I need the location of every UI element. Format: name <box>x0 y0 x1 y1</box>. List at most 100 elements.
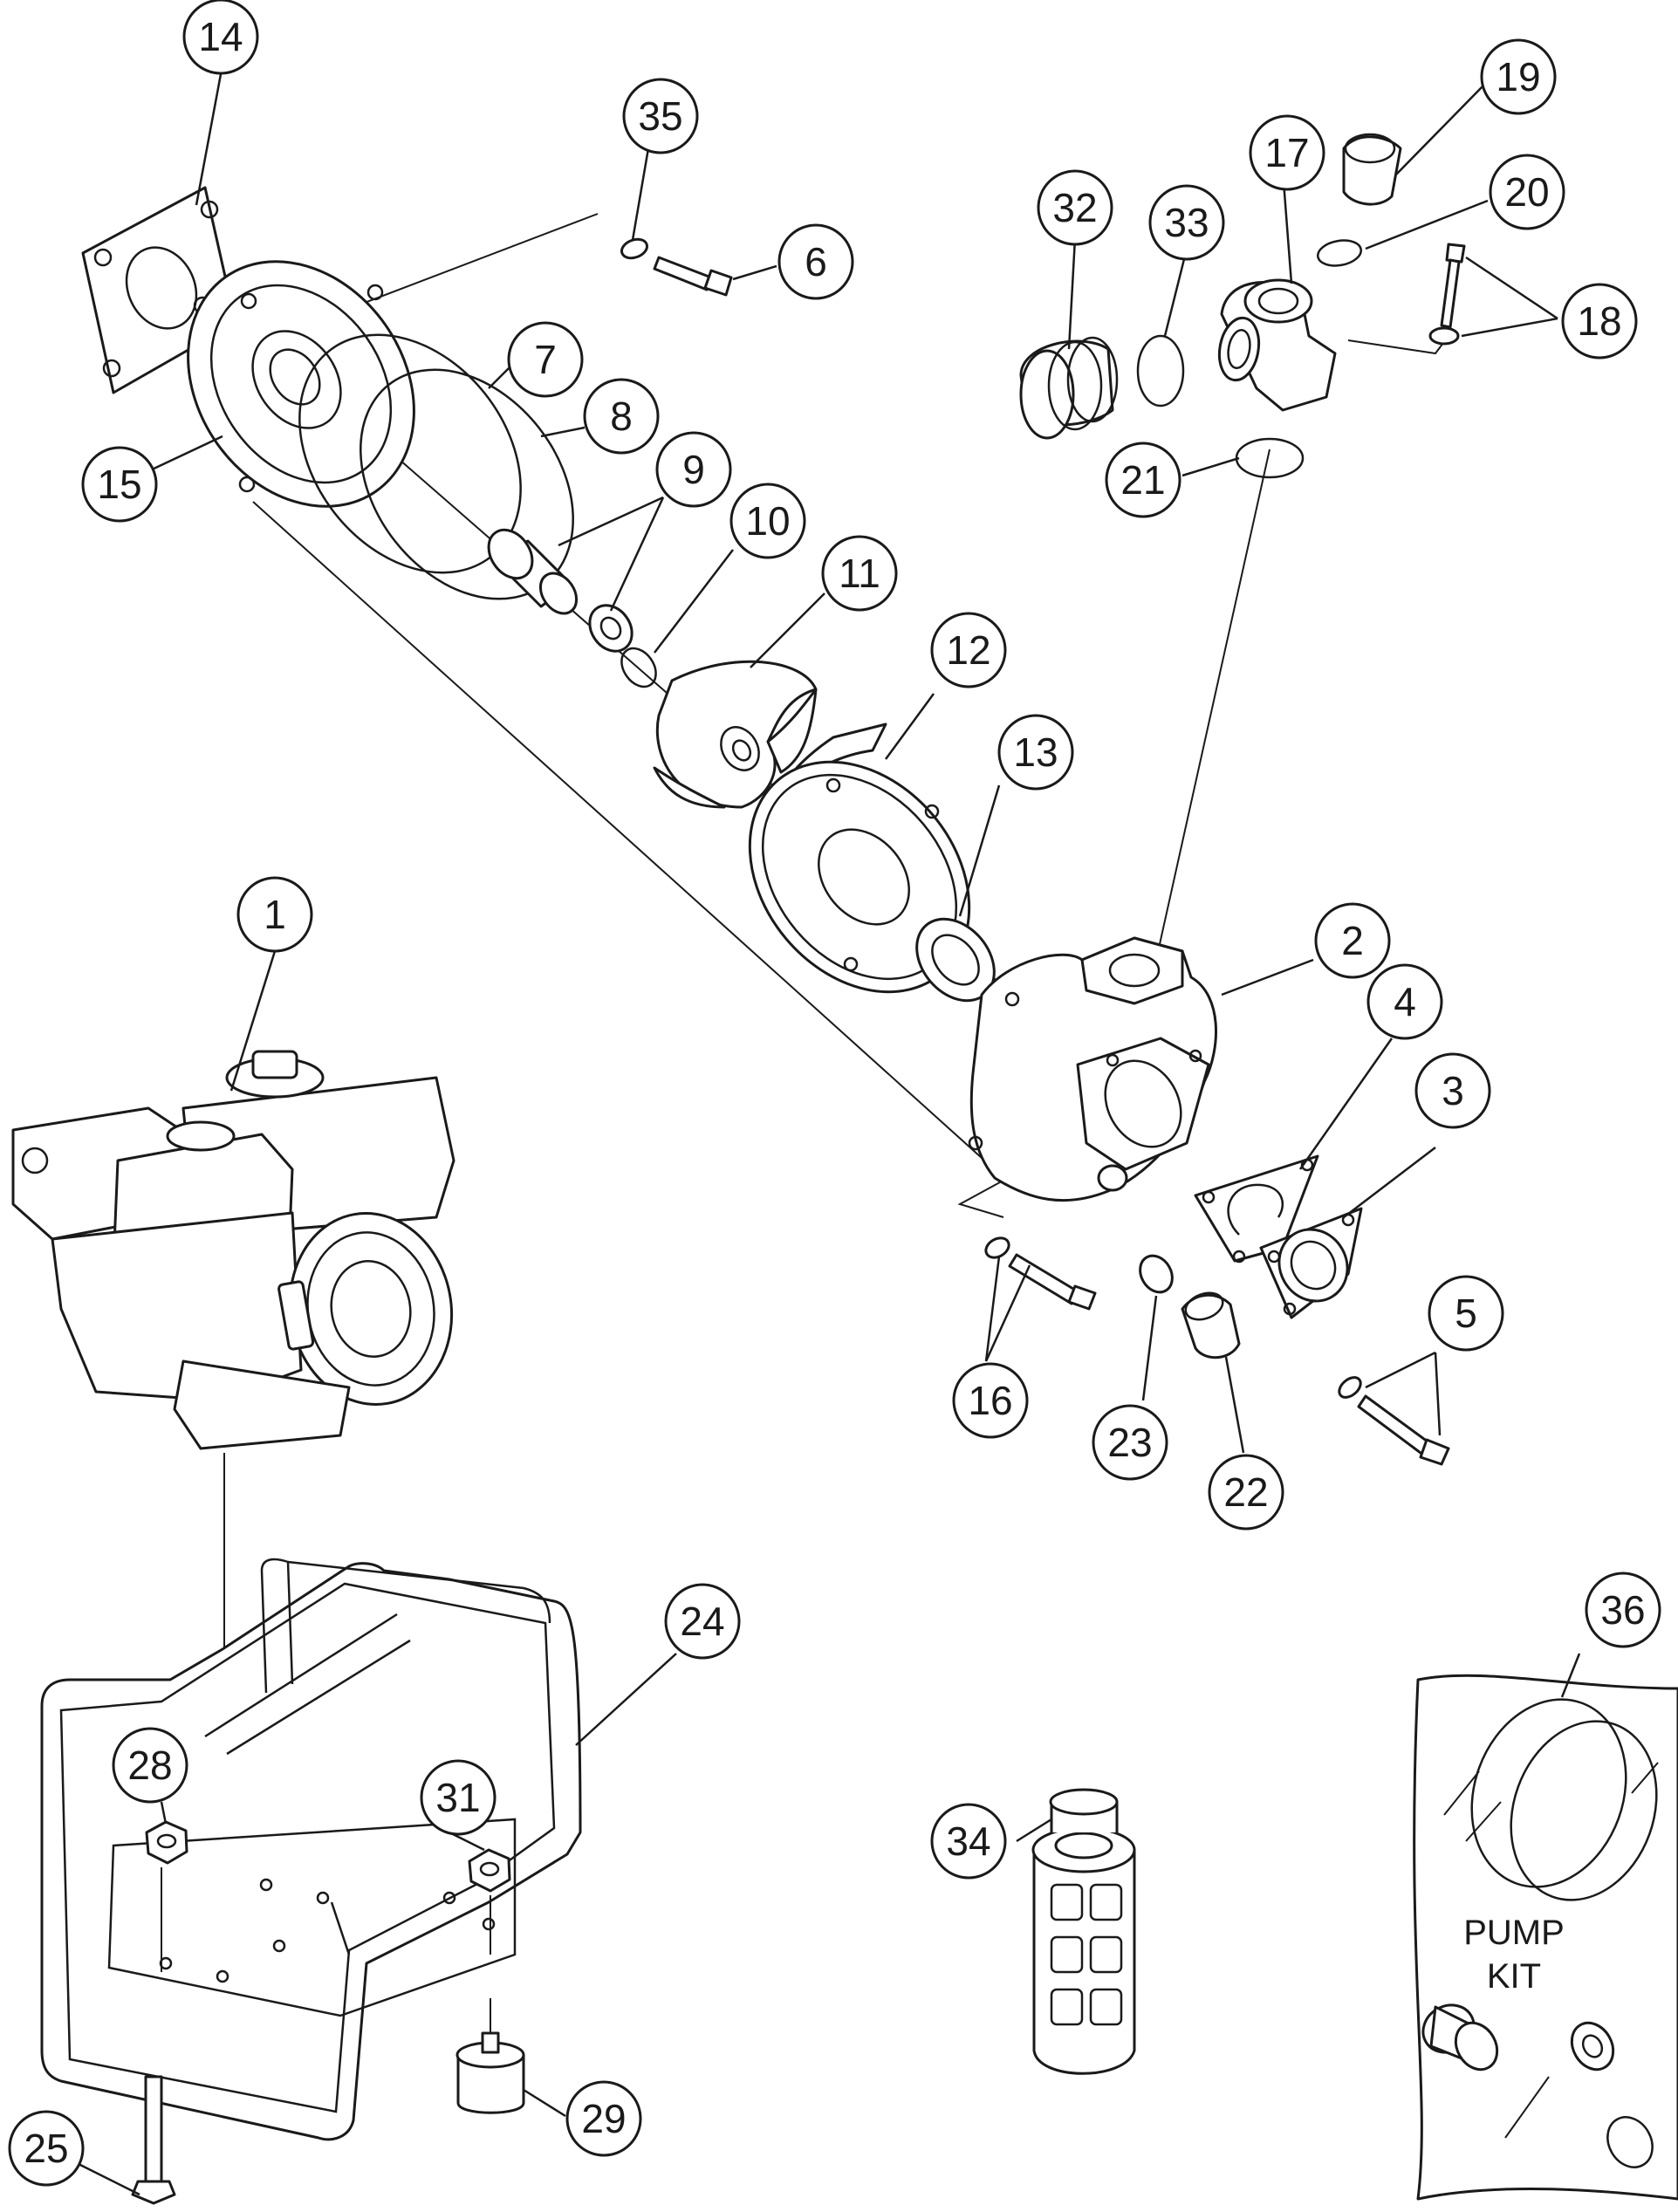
svg-text:13: 13 <box>1013 729 1058 775</box>
callout-24: 24 <box>664 1583 741 1660</box>
callout-36: 36 <box>1585 1572 1661 1648</box>
svg-text:17: 17 <box>1264 130 1309 175</box>
svg-text:3: 3 <box>1442 1068 1464 1113</box>
part-5-bolt <box>1338 1376 1450 1466</box>
part-29-rubber-foot <box>455 1998 525 2114</box>
part-36-pump-kit: PUMP KIT <box>1413 1674 1678 2201</box>
svg-text:28: 28 <box>127 1743 172 1788</box>
part-18-bolt <box>1428 243 1466 346</box>
svg-text:1: 1 <box>264 892 286 937</box>
part-28-nut <box>145 1820 188 1972</box>
svg-text:20: 20 <box>1504 169 1549 215</box>
part-10-o-ring <box>620 647 657 688</box>
svg-text:6: 6 <box>805 239 827 284</box>
svg-text:36: 36 <box>1600 1587 1645 1633</box>
part-31-nut <box>468 1848 511 1955</box>
part-20-o-ring <box>1317 239 1362 267</box>
callout-20: 20 <box>1489 154 1565 230</box>
svg-text:14: 14 <box>198 14 243 59</box>
callout-21: 21 <box>1105 442 1181 518</box>
svg-text:11: 11 <box>839 551 880 596</box>
part-21-o-ring <box>1235 437 1305 479</box>
callout-25: 25 <box>8 2110 85 2187</box>
part-9-shaft-sleeve <box>487 528 634 653</box>
callout-22: 22 <box>1208 1454 1284 1531</box>
part-2-pump-casing <box>968 936 1217 1202</box>
part-32-nipple-fitting <box>1019 336 1119 440</box>
part-23-drain-o-ring <box>1139 1254 1174 1294</box>
svg-text:21: 21 <box>1120 457 1165 503</box>
svg-text:25: 25 <box>24 2126 68 2171</box>
callout-14: 14 <box>182 0 259 75</box>
callout-18: 18 <box>1561 283 1638 360</box>
part-16-bolt <box>984 1236 1097 1311</box>
callout-10: 10 <box>729 483 806 559</box>
svg-text:10: 10 <box>745 498 790 544</box>
pump-kit-label-line2: KIT <box>1487 1957 1541 1996</box>
part-34-strainer <box>1031 1788 1136 2075</box>
callout-31: 31 <box>420 1759 497 1836</box>
callout-34: 34 <box>930 1803 1007 1880</box>
svg-text:4: 4 <box>1394 979 1416 1024</box>
callout-leader-lines <box>78 73 1581 2196</box>
svg-text:8: 8 <box>610 394 633 439</box>
callout-16: 16 <box>952 1362 1029 1439</box>
svg-text:29: 29 <box>581 2096 626 2141</box>
svg-text:24: 24 <box>680 1599 724 1644</box>
callout-11: 11 <box>821 535 898 612</box>
svg-text:34: 34 <box>946 1818 990 1864</box>
callout-2: 2 <box>1314 902 1391 979</box>
callout-13: 13 <box>997 714 1074 791</box>
callout-35: 35 <box>622 78 699 154</box>
callout-28: 28 <box>112 1727 188 1804</box>
callout-9: 9 <box>655 431 732 508</box>
pump-kit-label-line1: PUMP <box>1463 1914 1565 1952</box>
svg-text:22: 22 <box>1223 1469 1268 1515</box>
callout-8: 8 <box>583 378 660 455</box>
svg-text:2: 2 <box>1341 918 1364 963</box>
svg-text:33: 33 <box>1164 200 1209 245</box>
svg-text:18: 18 <box>1577 298 1621 344</box>
part-3-inlet-flange <box>1259 1207 1363 1319</box>
callout-23: 23 <box>1092 1404 1168 1481</box>
pump-kit-o-ring <box>1606 2116 1654 2168</box>
svg-text:32: 32 <box>1052 185 1097 230</box>
callout-6: 6 <box>777 223 854 300</box>
part-11-impeller <box>653 660 818 809</box>
callout-15: 15 <box>81 446 158 523</box>
part-22-drain-plug <box>1181 1291 1241 1359</box>
callout-17: 17 <box>1249 114 1325 191</box>
svg-text:15: 15 <box>97 462 141 507</box>
part-15-backing-plate <box>187 260 415 508</box>
part-35-washer <box>620 237 649 260</box>
callout-3: 3 <box>1414 1052 1491 1129</box>
part-17-discharge-elbow <box>1217 278 1337 412</box>
part-1-engine <box>11 1050 455 1450</box>
part-33-gasket-ring <box>1136 334 1185 407</box>
svg-text:35: 35 <box>638 93 682 139</box>
callout-4: 4 <box>1366 963 1443 1040</box>
pump-kit-sleeve <box>1421 2003 1499 2072</box>
part-6-bolt <box>653 256 733 297</box>
svg-text:5: 5 <box>1455 1291 1477 1336</box>
part-24-frame <box>40 1558 582 2141</box>
callout-7: 7 <box>507 321 584 398</box>
part-12-volute <box>748 722 971 994</box>
callout-12: 12 <box>930 612 1007 688</box>
callout-19: 19 <box>1480 38 1557 115</box>
callout-1: 1 <box>236 876 313 953</box>
svg-text:16: 16 <box>968 1378 1012 1423</box>
svg-text:23: 23 <box>1107 1420 1152 1465</box>
svg-text:7: 7 <box>534 337 557 382</box>
callout-5: 5 <box>1428 1275 1504 1352</box>
svg-text:19: 19 <box>1496 54 1540 99</box>
svg-text:12: 12 <box>946 627 990 673</box>
svg-text:31: 31 <box>435 1775 480 1820</box>
callout-29: 29 <box>565 2080 642 2157</box>
pump-kit-washer <box>1570 2021 1615 2072</box>
callout-33: 33 <box>1148 184 1225 261</box>
callout-32: 32 <box>1037 169 1113 246</box>
part-19-fill-plug <box>1342 133 1402 206</box>
svg-text:9: 9 <box>682 447 705 492</box>
